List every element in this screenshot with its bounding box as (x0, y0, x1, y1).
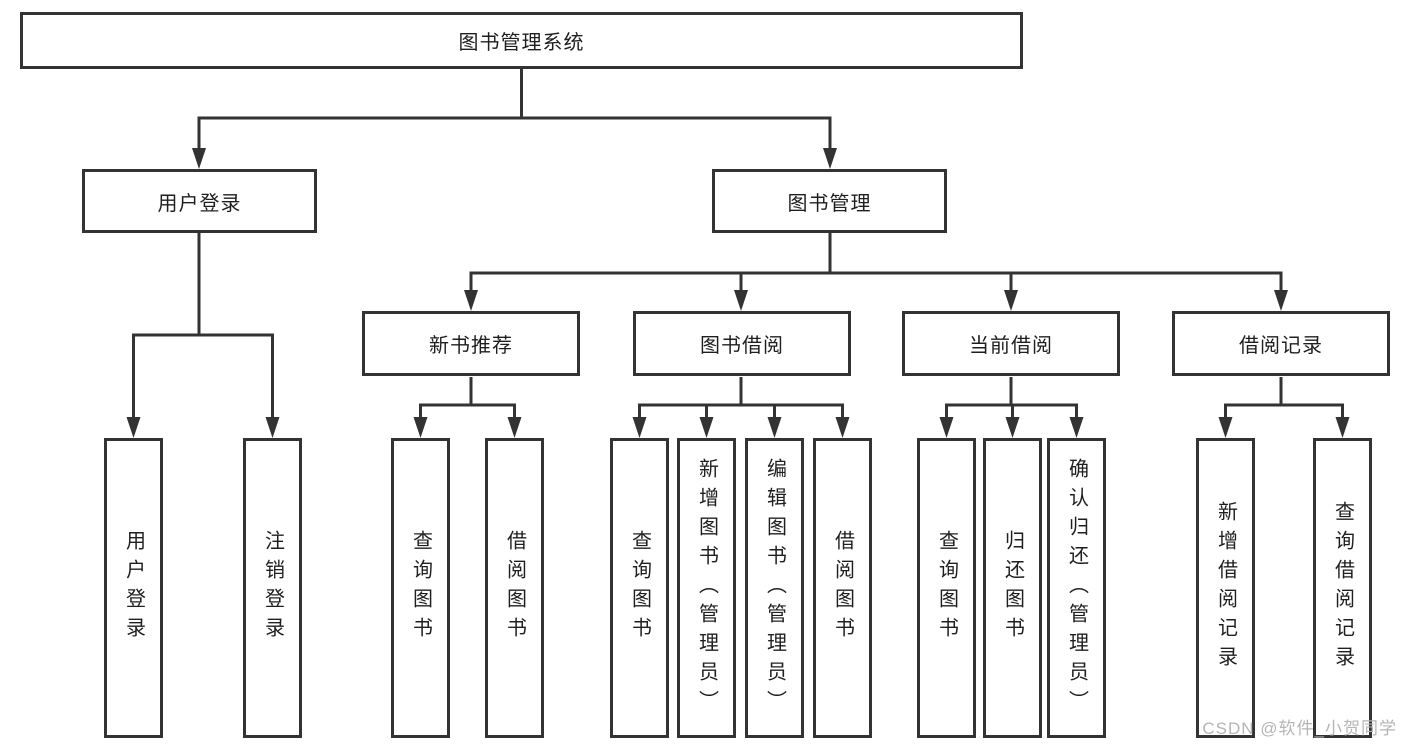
arrowhead-icon (126, 417, 141, 438)
arrowheads (126, 148, 1350, 438)
arrowhead-icon (265, 417, 280, 438)
leaf-label: 借阅图书 (831, 530, 854, 646)
leaf-add-books-admin: 新增图书（管理员） (677, 438, 736, 738)
arrowhead-icon (1004, 290, 1018, 311)
leaf-label: 确认归还（管理员） (1065, 457, 1088, 719)
arrowhead-icon (632, 417, 647, 438)
node-root-system: 图书管理系统 (20, 12, 1023, 69)
node-borrowing-records: 借阅记录 (1172, 311, 1390, 376)
node-current-borrowing: 当前借阅 (902, 311, 1120, 376)
node-label: 图书管理 (787, 192, 872, 215)
arrowhead-icon (699, 417, 714, 438)
leaf-query-books-under-newbook: 查询图书 (391, 438, 450, 738)
arrowhead-icon (835, 417, 850, 438)
arrowhead-icon (734, 290, 748, 311)
arrowhead-icon (767, 417, 782, 438)
connector-bookmgmt-to-level3 (469, 233, 1283, 293)
leaf-label: 编辑图书（管理员） (763, 457, 786, 719)
leaf-label: 用户登录 (122, 530, 145, 646)
arrowhead-icon (192, 148, 206, 169)
leaf-edit-books-admin: 编辑图书（管理员） (745, 438, 804, 738)
node-label: 当前借阅 (969, 335, 1053, 357)
leaf-label: 查询图书 (409, 530, 432, 646)
node-label: 借阅记录 (1239, 335, 1323, 357)
node-label: 图书借阅 (700, 335, 784, 357)
leaf-label: 查询图书 (935, 530, 958, 646)
csdn-watermark: CSDN @软件_小贺同学 (1202, 719, 1397, 738)
arrowhead-icon (413, 417, 428, 438)
leaf-label: 归还图书 (1001, 530, 1024, 646)
arrowhead-icon (507, 417, 522, 438)
arrowhead-icon (1005, 417, 1020, 438)
leaf-borrow-books-under-newbook: 借阅图书 (485, 438, 544, 738)
leaf-query-borrow-record: 查询借阅记录 (1313, 438, 1372, 738)
arrowhead-icon (823, 148, 837, 169)
leaf-label: 新增借阅记录 (1214, 501, 1237, 675)
arrowhead-icon (1335, 417, 1350, 438)
node-user-login: 用户登录 (82, 169, 317, 233)
leaf-label: 查询借阅记录 (1331, 501, 1354, 675)
node-book-borrowing: 图书借阅 (633, 311, 851, 376)
leaf-return-books: 归还图书 (983, 438, 1042, 738)
node-book-management: 图书管理 (712, 169, 947, 233)
leaf-user-login: 用户登录 (104, 438, 163, 738)
connector-root-to-level2 (197, 67, 832, 151)
leaf-borrow-books-under-borrowing: 借阅图书 (813, 438, 872, 738)
connector-current-to-leaves (945, 377, 1078, 419)
node-label: 新书推荐 (429, 335, 513, 357)
node-new-book-recommend: 新书推荐 (362, 311, 580, 376)
arrowhead-icon (1069, 417, 1084, 438)
leaf-confirm-return-admin: 确认归还（管理员） (1047, 438, 1106, 738)
leaf-label: 新增图书（管理员） (695, 457, 718, 719)
leaf-label: 注销登录 (261, 530, 284, 646)
leaf-query-books-under-borrowing: 查询图书 (610, 438, 669, 738)
arrowhead-icon (464, 290, 478, 311)
leaf-label: 借阅图书 (503, 530, 526, 646)
arrowhead-icon (1274, 290, 1288, 311)
leaf-logout: 注销登录 (243, 438, 302, 738)
connector-borrowing-to-leaves (638, 377, 844, 419)
node-label: 用户登录 (157, 192, 242, 215)
leaf-add-borrow-record: 新增借阅记录 (1196, 438, 1255, 738)
node-label: 图书管理系统 (458, 32, 585, 54)
leaf-label: 查询图书 (628, 530, 651, 646)
leaf-query-books-under-current: 查询图书 (917, 438, 976, 738)
connector-userlogin-to-leaves (132, 233, 274, 419)
arrowhead-icon (1218, 417, 1233, 438)
connector-records-to-leaves (1224, 377, 1344, 419)
arrowhead-icon (939, 417, 954, 438)
connector-newbook-to-leaves (419, 377, 516, 419)
